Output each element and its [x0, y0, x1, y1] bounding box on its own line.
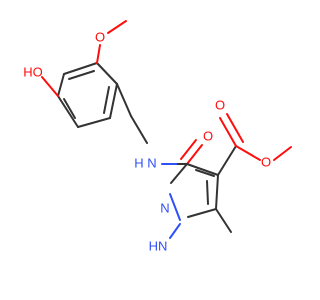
bond-n1-h-link [169, 223, 181, 239]
bond-benzene-2 [63, 62, 98, 75]
bond-benzene-6 [57, 95, 79, 128]
bond-carbonyl-o1 [186, 144, 203, 165]
bond-ester-carbonyl-double [226, 113, 244, 143]
amide-nitrogen-label: N [147, 155, 156, 170]
methoxy-oxygen-label: O [95, 29, 105, 44]
bond-pyrazole-double-2 [206, 180, 209, 205]
bond-pyrazole-double-1 [195, 169, 215, 177]
bond-ch2-n [130, 115, 148, 144]
bond-ring-methyl [215, 208, 232, 233]
bond-benzene-double-2 [103, 86, 110, 114]
bond-pyrazole-n2-c3 [170, 163, 188, 184]
bond-benzene-5 [77, 117, 111, 128]
bond-c-oh [41, 76, 59, 97]
bond-ring-ester-c [217, 145, 237, 176]
bond-ester-single-o [235, 145, 261, 161]
bond-benzene-1 [57, 73, 65, 97]
bond-pyrazole-c3-c4 [186, 163, 219, 176]
molecule-diagram: HO O N H O N HN [23, 20, 292, 254]
benzene-ring [57, 62, 118, 128]
hydroxyl-label: HO [23, 64, 43, 79]
bond-carbonyl-o1-double [180, 139, 197, 160]
pyrazole-n2-label: N [160, 200, 169, 215]
bond-ring-ch2 [116, 83, 132, 117]
bond-c-ome [96, 44, 101, 64]
pyrazole-ring [169, 163, 219, 221]
bond-benzene-4 [109, 83, 118, 119]
bond-o-methyl [107, 20, 127, 34]
bond-pyrazole-n1-n2 [169, 193, 181, 221]
pyrazole-nh-label: HN [149, 238, 168, 253]
ester-carbonyl-oxygen-label: O [215, 97, 225, 112]
bond-benzene-3 [96, 62, 118, 85]
bond-pyrazole-c4-c5 [215, 174, 219, 210]
structure-svg: HO O N H O N HN [23, 20, 292, 253]
bond-benzene-double-1 [68, 70, 95, 80]
bond-pyrazole-c5-n1 [187, 208, 217, 218]
amide-hydrogen-label: H [134, 155, 143, 170]
bond-ester-methyl [273, 146, 292, 161]
bond-ester-carbonyl [219, 117, 237, 147]
amide-oxygen-label: O [203, 128, 213, 143]
bond-benzene-double-3 [63, 98, 76, 119]
ester-oxygen-label: O [261, 154, 271, 169]
